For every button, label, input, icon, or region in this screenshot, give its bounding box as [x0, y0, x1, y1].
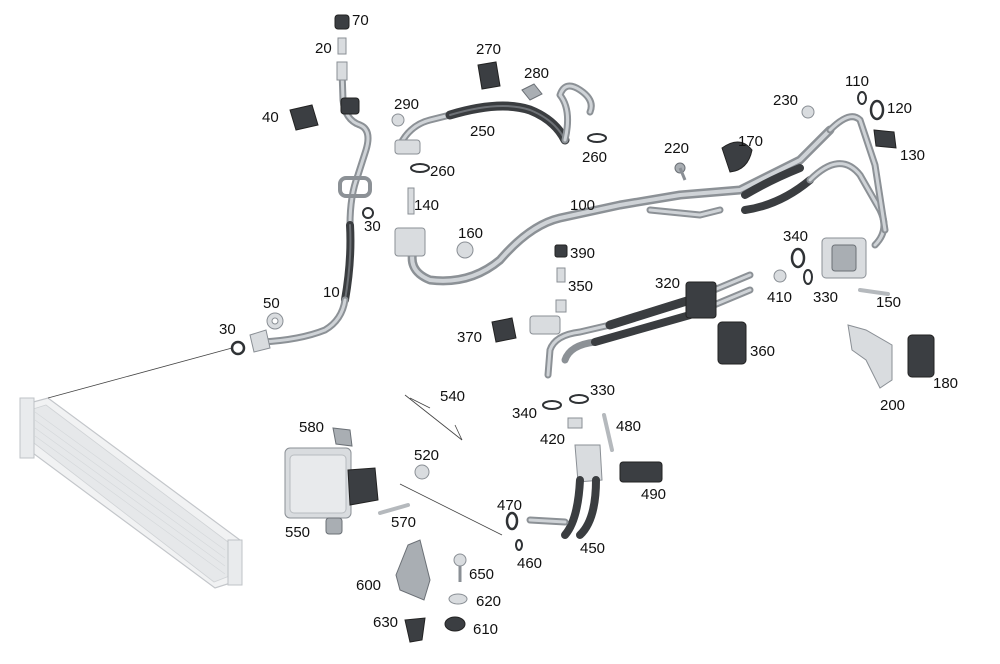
callout-120: 120: [887, 100, 912, 117]
callout-360: 360: [750, 343, 775, 360]
condenser-unit: [19, 347, 243, 589]
callout-600: 600: [356, 577, 381, 594]
lower-assembly: [284, 394, 663, 643]
callout-labels: 70 20 40 30 10 50 30 270 280 290 250 260…: [219, 12, 958, 638]
callout-490: 490: [641, 486, 666, 503]
callout-30: 30: [364, 218, 381, 235]
callout-340-lower: 340: [512, 405, 537, 422]
callout-290: 290: [394, 96, 419, 113]
callout-220: 220: [664, 140, 689, 157]
hose-320: [491, 244, 935, 389]
callout-260-left: 260: [430, 163, 455, 180]
callout-10: 10: [323, 284, 340, 301]
callout-630: 630: [373, 614, 398, 631]
callout-340-upper: 340: [783, 228, 808, 245]
callout-180: 180: [933, 375, 958, 392]
callout-130: 130: [900, 147, 925, 164]
callout-250: 250: [470, 123, 495, 140]
callout-460: 460: [517, 555, 542, 572]
pipe-100: [394, 91, 897, 286]
callout-410: 410: [767, 289, 792, 306]
callout-370: 370: [457, 329, 482, 346]
callout-40: 40: [262, 109, 279, 126]
callout-650: 650: [469, 566, 494, 583]
callout-610: 610: [473, 621, 498, 638]
callout-170: 170: [738, 133, 763, 150]
callout-350: 350: [568, 278, 593, 295]
callout-20: 20: [315, 40, 332, 57]
callout-320: 320: [655, 275, 680, 292]
pipe-10: [230, 14, 374, 356]
callout-390: 390: [570, 245, 595, 262]
callout-580: 580: [299, 419, 324, 436]
callout-140: 140: [414, 197, 439, 214]
callout-480: 480: [616, 418, 641, 435]
callout-330-upper: 330: [813, 289, 838, 306]
callout-110: 110: [845, 73, 869, 90]
callout-540: 540: [440, 388, 465, 405]
callout-280: 280: [524, 65, 549, 82]
callout-450: 450: [580, 540, 605, 557]
hose-250: [391, 61, 607, 173]
callout-230: 230: [773, 92, 798, 109]
callout-50: 50: [263, 295, 280, 312]
callout-330-lower: 330: [590, 382, 615, 399]
callout-270: 270: [476, 41, 501, 58]
callout-30-lower: 30: [219, 321, 236, 338]
callout-260-right: 260: [582, 149, 607, 166]
callout-570: 570: [391, 514, 416, 531]
callout-160: 160: [458, 225, 483, 242]
callout-620: 620: [476, 593, 501, 610]
callout-420: 420: [540, 431, 565, 448]
callout-550: 550: [285, 524, 310, 541]
callout-520: 520: [414, 447, 439, 464]
callout-70: 70: [352, 12, 369, 29]
callout-100: 100: [570, 197, 595, 214]
callout-150: 150: [876, 294, 901, 311]
callout-470: 470: [497, 497, 522, 514]
callout-200: 200: [880, 397, 905, 414]
